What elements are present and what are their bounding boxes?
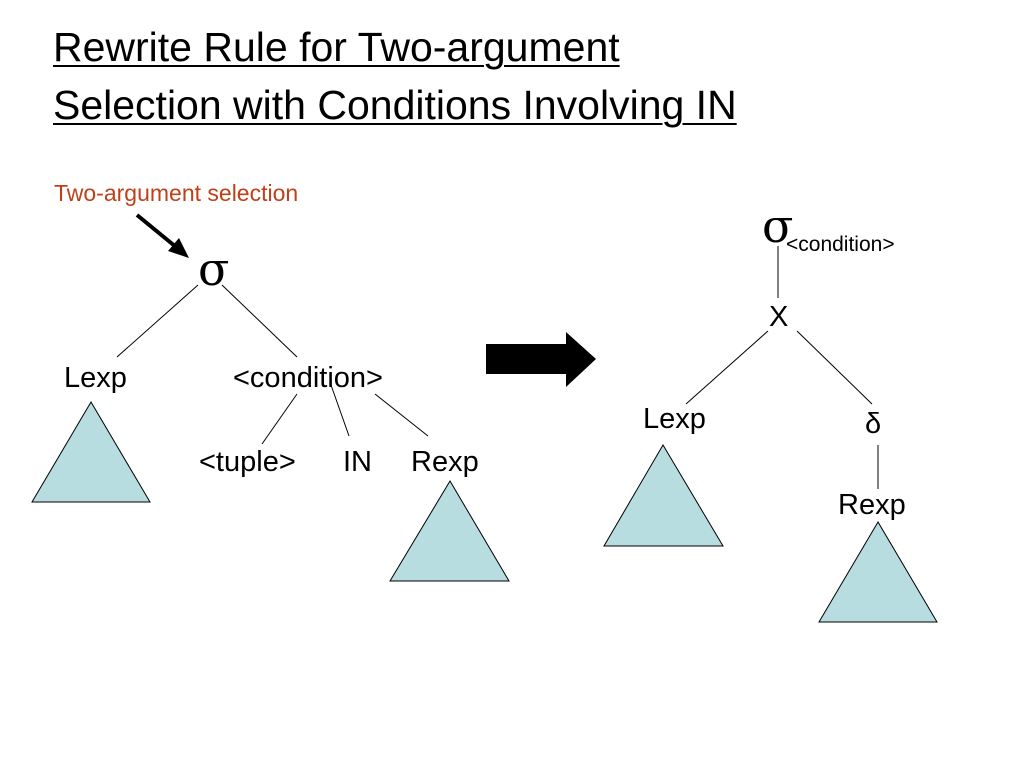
sigma-left: σ xyxy=(198,242,230,296)
edge-sigma-condition xyxy=(221,284,298,358)
lexp-triangle-right xyxy=(603,444,724,547)
edge-x-lexp xyxy=(685,330,769,405)
delta-label: δ xyxy=(865,408,882,440)
two-argument-selection-annotation: Two-argument selection xyxy=(54,180,299,206)
edge-condition-rexp xyxy=(374,393,429,437)
lexp-label-left: Lexp xyxy=(64,362,127,394)
sigma-right: σ xyxy=(762,199,794,253)
edge-condition-in xyxy=(330,384,350,437)
rexp-label-left: Rexp xyxy=(411,446,479,478)
condition-label-left: <condition> xyxy=(233,362,383,394)
title-line-2: Selection with Conditions Involving IN xyxy=(53,82,737,128)
condition-subscript: <condition> xyxy=(786,233,895,256)
slide-title: Rewrite Rule for Two-argument Selection … xyxy=(53,18,737,134)
rewrite-arrow xyxy=(486,332,596,387)
lexp-label-right: Lexp xyxy=(643,403,706,435)
tuple-label: <tuple> xyxy=(199,446,296,478)
cross-product-label: X xyxy=(769,301,789,333)
annotation-arrow-shaft xyxy=(135,213,178,249)
title-line-1: Rewrite Rule for Two-argument xyxy=(53,24,620,70)
edge-x-delta xyxy=(796,330,873,405)
in-label: IN xyxy=(343,446,372,478)
lexp-triangle-left xyxy=(31,401,151,503)
rexp-triangle-left xyxy=(389,480,510,582)
edge-condition-tuple xyxy=(261,393,298,445)
rexp-triangle-right xyxy=(818,521,938,623)
edge-sigma-lexp xyxy=(116,284,199,358)
annotation-arrowhead xyxy=(168,238,189,258)
rexp-label-right: Rexp xyxy=(838,489,906,521)
